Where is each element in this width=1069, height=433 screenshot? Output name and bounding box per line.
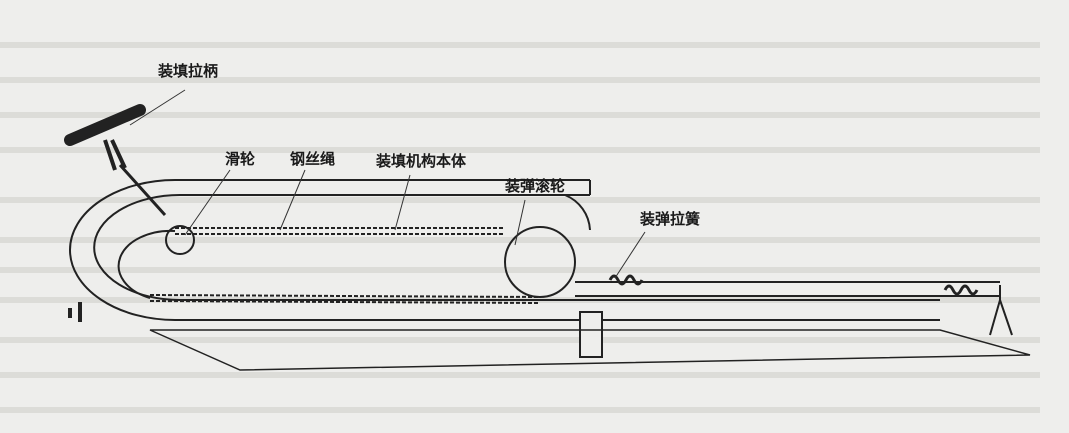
label-loading-spring: 装弹拉簧 [640,210,701,228]
label-pulley: 滑轮 [225,150,256,168]
label-wire-rope: 钢丝绳 [290,150,336,168]
leader-lines [129,89,646,279]
wire-rope-upper [175,227,505,235]
label-loading-roller: 装弹滚轮 [505,177,566,195]
bleed-through-text [0,42,1040,413]
handle-grip [64,104,146,146]
body-inner [93,194,940,301]
pulley [165,225,195,255]
body-outer [69,179,940,321]
label-mechanism-body: 装填机构本体 [376,152,467,170]
label-loading-handle: 装填拉柄 [158,62,219,80]
wire-rope-lower [149,294,541,304]
rod [575,281,1000,297]
mechanism-drawing [64,104,1031,371]
handle-stem [103,139,127,171]
spring-right [943,284,979,296]
